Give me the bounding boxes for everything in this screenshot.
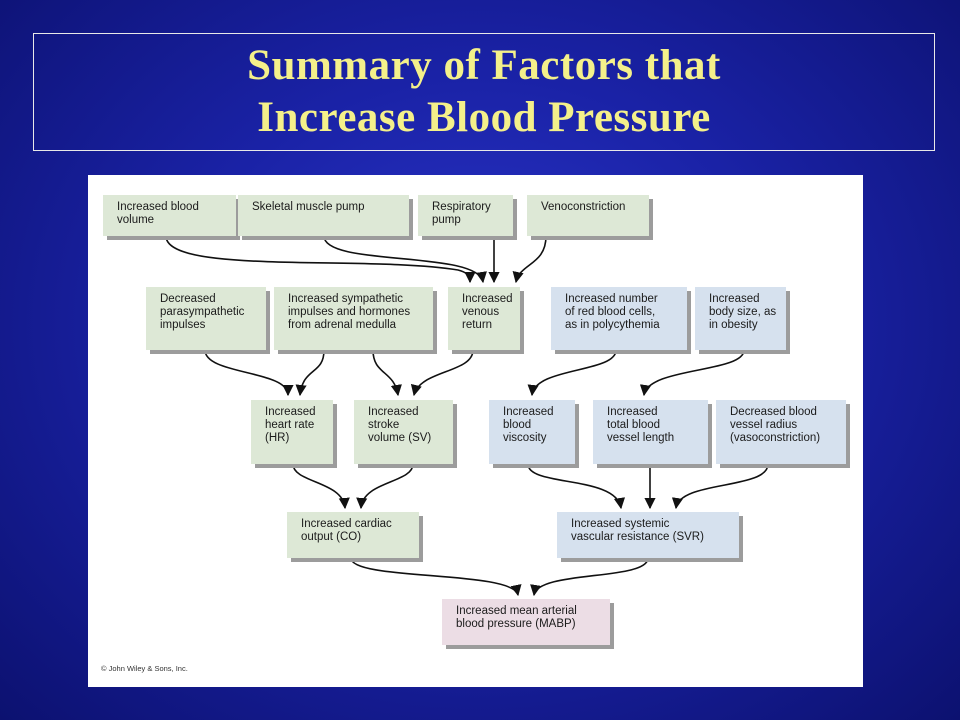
title-line-1: Summary of Factors that bbox=[247, 42, 721, 89]
arrow-viscosity-to-svr bbox=[527, 463, 625, 510]
node-increased-blood-volume: Increased blood volume bbox=[103, 195, 236, 236]
flowchart-figure: Increased blood volume Skeletal muscle p… bbox=[88, 175, 863, 687]
node-increased-sympathetic: Increased sympathetic impulses and hormo… bbox=[274, 287, 433, 350]
arrow-svr-to-mabp bbox=[530, 557, 649, 597]
arrow-venoconstriction-to-venous-return bbox=[512, 235, 547, 284]
node-decreased-vessel-radius: Decreased blood vessel radius (vasoconst… bbox=[716, 400, 846, 464]
node-increased-svr: Increased systemic vascular resistance (… bbox=[557, 512, 739, 558]
node-increased-blood-viscosity: Increased blood viscosity bbox=[489, 400, 575, 464]
arrow-sympathetic-to-sv bbox=[372, 349, 402, 397]
arrow-radius-to-svr bbox=[671, 463, 769, 510]
node-increased-heart-rate: Increased heart rate (HR) bbox=[251, 400, 333, 464]
node-respiratory-pump: Respiratory pump bbox=[418, 195, 513, 236]
node-increased-red-blood-cells: Increased number of red blood cells, as … bbox=[551, 287, 687, 350]
arrow-sympathetic-to-hr bbox=[295, 349, 325, 397]
node-increased-stroke-volume: Increased stroke volume (SV) bbox=[354, 400, 453, 464]
arrow-blood-volume-to-venous-return bbox=[165, 235, 476, 284]
node-increased-venous-return: Increased venous return bbox=[448, 287, 520, 350]
arrow-muscle-pump-to-venous-return bbox=[323, 235, 487, 284]
arrow-parasympathetic-to-hr bbox=[204, 349, 294, 397]
node-increased-body-size: Increased body size, as in obesity bbox=[695, 287, 786, 350]
arrow-co-to-mabp bbox=[350, 557, 522, 597]
arrow-hr-to-co bbox=[292, 463, 350, 510]
flow-arrows bbox=[165, 235, 769, 597]
node-increased-mabp: Increased mean arterial blood pressure (… bbox=[442, 599, 610, 645]
title-line-2: Increase Blood Pressure bbox=[257, 94, 711, 141]
arrow-sv-to-co bbox=[356, 463, 414, 510]
arrow-rbc-to-viscosity bbox=[527, 349, 617, 397]
node-decreased-parasympathetic: Decreased parasympathetic impulses bbox=[146, 287, 266, 350]
node-venoconstriction: Venoconstriction bbox=[527, 195, 649, 236]
arrow-body-size-to-length bbox=[639, 349, 745, 397]
arrow-venous-return-to-sv bbox=[410, 349, 474, 397]
title-box: Summary of Factors that Increase Blood P… bbox=[33, 33, 935, 151]
node-increased-vessel-length: Increased total blood vessel length bbox=[593, 400, 708, 464]
node-increased-cardiac-output: Increased cardiac output (CO) bbox=[287, 512, 419, 558]
node-skeletal-muscle-pump: Skeletal muscle pump bbox=[238, 195, 409, 236]
copyright-notice: © John Wiley & Sons, Inc. bbox=[101, 664, 188, 673]
